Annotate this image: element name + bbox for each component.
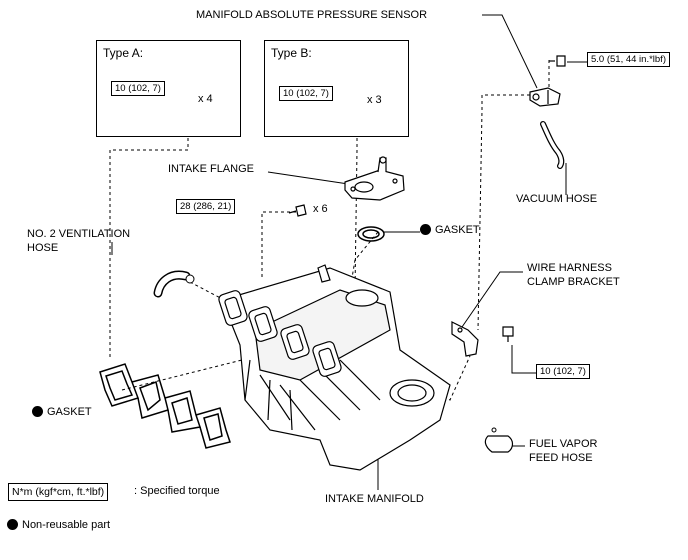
gasket-manifold-label: GASKET — [32, 406, 92, 419]
wire-harness-label-2: CLAMP BRACKET — [527, 276, 620, 288]
vacuum-hose-label: VACUUM HOSE — [516, 193, 598, 205]
intake-manifold-label: INTAKE MANIFOLD — [325, 493, 424, 505]
intake-flange-label: INTAKE FLANGE — [168, 163, 254, 175]
legend-torque-unit: N*m (kgf*cm, ft.*lbf) — [8, 483, 109, 501]
type-a-panel: Type A: 10 (102, 7) x 4 — [96, 40, 241, 137]
type-a-title: Type A: — [103, 46, 144, 60]
bracket-torque-leader — [511, 345, 536, 374]
wire-harness-bracket-part — [451, 321, 479, 357]
intake-manifold-part — [218, 264, 451, 471]
gasket-manifold-text: GASKET — [47, 406, 92, 418]
bracket-bolt-part — [502, 326, 514, 342]
type-b-torque: 10 (102, 7) — [279, 86, 333, 101]
wire-harness-leader — [461, 271, 523, 328]
manifold-bolt-torque: 28 (286, 21) — [176, 199, 236, 214]
fuel-vapor-label-1: FUEL VAPOR — [529, 438, 598, 450]
gasket-flange-label: GASKET — [420, 224, 480, 237]
vent-hose-label-1: NO. 2 VENTILATION — [27, 228, 131, 240]
bracket-torque: 10 (102, 7) — [536, 364, 590, 379]
type-a-torque: 10 (102, 7) — [111, 81, 165, 96]
wire-harness-label-1: WIRE HARNESS — [527, 262, 612, 274]
fuel-vapor-label-2: FEED HOSE — [529, 452, 593, 464]
manifold-bolt-part — [288, 204, 307, 217]
vent-hose-label-2: HOSE — [27, 242, 59, 254]
manifold-gasket-part — [99, 363, 231, 449]
type-b-title: Type B: — [271, 46, 312, 60]
legend-torque-desc: : Specified torque — [134, 485, 220, 497]
manifold-bolt-qty: x 6 — [313, 203, 328, 215]
sensor-torque: 5.0 (51, 44 in.*lbf) — [587, 52, 670, 67]
map-sensor-label: MANIFOLD ABSOLUTE PRESSURE SENSOR — [196, 9, 428, 21]
nonreusable-dot-icon — [32, 406, 43, 417]
flange-leader — [267, 171, 356, 186]
map-sensor-part — [529, 87, 561, 107]
nonreusable-dot-icon — [420, 224, 431, 235]
intake-flange-part — [344, 156, 405, 201]
type-a-qty: x 4 — [198, 93, 213, 105]
legend-nonreusable-text: Non-reusable part — [22, 519, 111, 531]
map-sensor-leader — [482, 14, 538, 89]
fuel-vapor-hose-part — [484, 435, 514, 453]
sensor-bolt — [549, 55, 566, 67]
flange-gasket-part — [357, 226, 385, 242]
nonreusable-dot-icon — [7, 519, 18, 530]
type-b-panel: Type B: 10 (102, 7) x 3 — [264, 40, 409, 137]
gasket-flange-text: GASKET — [435, 224, 480, 236]
type-b-qty: x 3 — [367, 94, 382, 106]
legend-nonreusable: Non-reusable part — [7, 519, 110, 532]
